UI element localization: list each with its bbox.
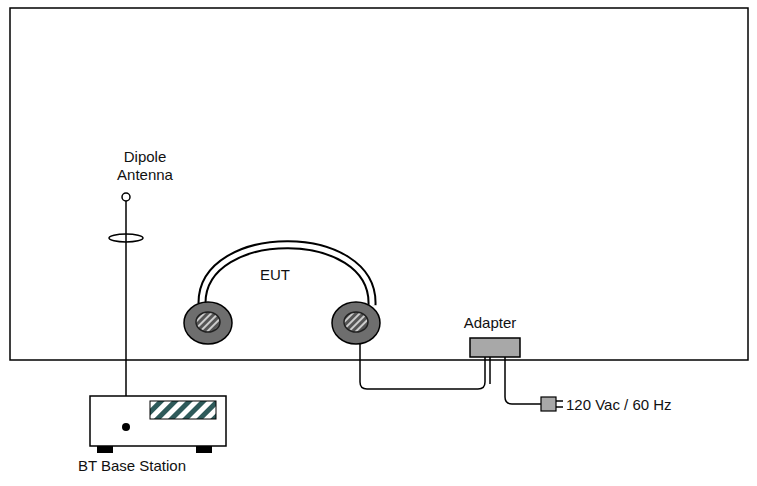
eut-label: EUT [250,266,300,284]
adapter-label: Adapter [450,314,530,332]
dipole-antenna [109,193,143,427]
station-label: BT Base Station [52,457,212,475]
headphones-eut [184,245,380,344]
antenna-label: Dipole Antenna [105,148,185,184]
mains-plug [541,397,563,411]
ac-adapter [470,338,520,357]
base-station-unit [90,396,226,453]
test-table [10,8,748,360]
mains-label: 120 Vac / 60 Hz [566,396,736,414]
